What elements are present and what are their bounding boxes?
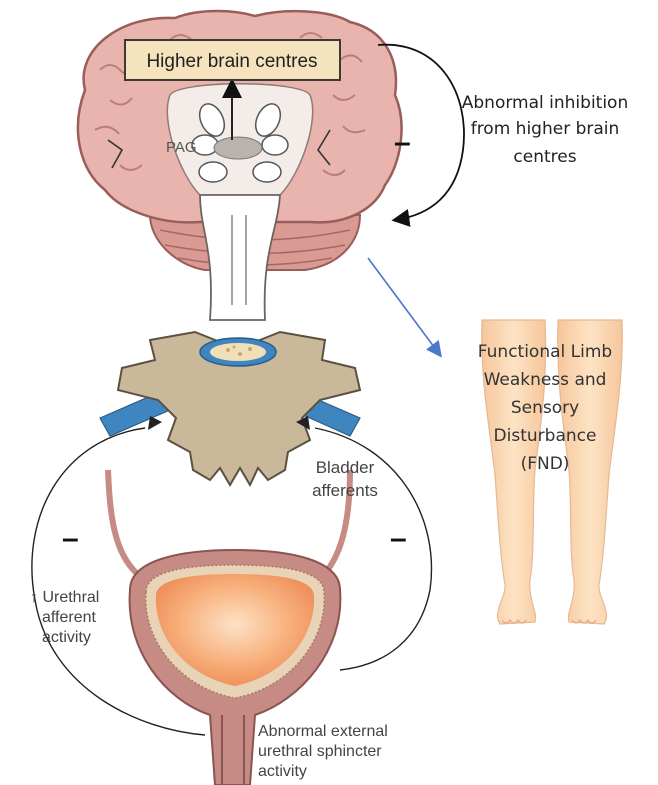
- fnd-line2: Weakness and: [484, 370, 607, 390]
- fnd-line3: Sensory: [511, 398, 579, 418]
- sphincter-line2: urethral sphincter: [258, 743, 382, 760]
- fnd-line1: Functional Limb: [478, 342, 612, 362]
- urethral-afferent-line3: activity: [42, 629, 91, 646]
- brainstem: [200, 195, 280, 320]
- pag-label: PAG: [166, 139, 197, 156]
- minus-sign-right: –: [390, 522, 407, 555]
- minus-sign-brain: –: [394, 126, 411, 159]
- urethral-afferent-line1: ↑ Urethral: [30, 589, 99, 606]
- fnd-line4: Disturbance: [494, 426, 597, 446]
- bladder-afferents-line1: Bladder: [316, 458, 375, 477]
- fnd-arrow: [368, 258, 440, 355]
- abnormal-inhibition-line2: from higher brain: [471, 119, 620, 139]
- bladder-afferents-line2: afferents: [312, 481, 378, 500]
- minus-sign-left: –: [62, 522, 79, 555]
- sphincter-line3: activity: [258, 763, 307, 780]
- urethral-afferent-line2: afferent: [42, 609, 97, 626]
- abnormal-inhibition-text: Abnormal inhibition from higher brain ce…: [462, 93, 628, 167]
- sphincter-line1: Abnormal external: [258, 723, 388, 740]
- abnormal-inhibition-line1: Abnormal inhibition: [462, 93, 628, 113]
- fnd-line5: (FND): [521, 454, 570, 474]
- higher-brain-centres-label: Higher brain centres: [146, 51, 317, 72]
- pag-region: [214, 137, 262, 159]
- abnormal-inhibition-line3: centres: [513, 147, 576, 167]
